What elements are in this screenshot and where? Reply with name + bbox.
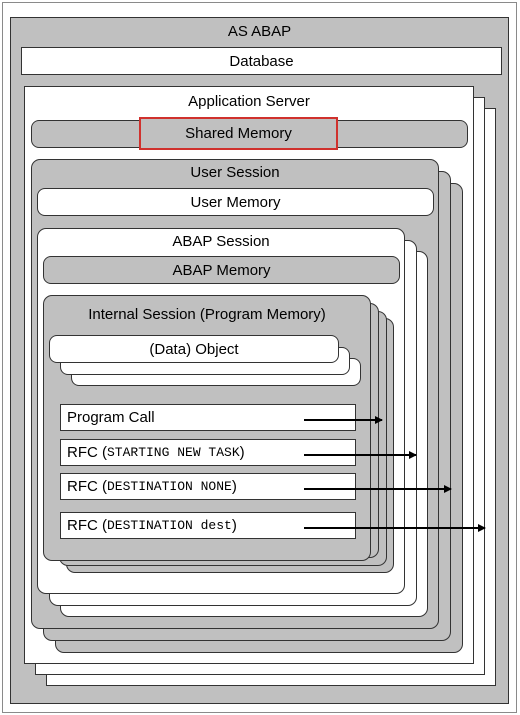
abap-memory-bar: ABAP Memory xyxy=(43,256,400,284)
shared-memory-label: Shared Memory xyxy=(185,125,292,142)
rfc-destination-dest-prefix: RFC ( xyxy=(67,517,107,534)
rfc-destination-none-prefix: RFC ( xyxy=(67,478,107,495)
rfc-starting-new-task-code: STARTING NEW TASK xyxy=(107,445,240,460)
program-call-box: Program Call xyxy=(60,404,356,431)
program-call-label: Program Call xyxy=(67,409,155,426)
user-session-title: User Session xyxy=(190,164,280,181)
application-server-title: Application Server xyxy=(188,93,310,110)
rfc-destination-dest-code: DESTINATION dest xyxy=(107,518,232,533)
user-memory-bar: User Memory xyxy=(37,188,434,216)
abap-session-title: ABAP Session xyxy=(172,233,270,250)
user-memory-label: User Memory xyxy=(190,193,281,211)
abap-memory-label: ABAP Memory xyxy=(172,261,271,279)
rfc-destination-dest-suffix: ) xyxy=(231,517,237,534)
rfc-destination-none-code: DESTINATION NONE xyxy=(107,479,232,494)
internal-session-title: Internal Session (Program Memory) xyxy=(88,306,326,323)
database-box: Database xyxy=(21,47,502,75)
rfc-starting-new-task-box: RFC (STARTING NEW TASK) xyxy=(60,439,356,466)
data-object-label: (Data) Object xyxy=(149,340,239,358)
rfc-destination-none-suffix: ) xyxy=(231,478,237,495)
rfc-starting-new-task-suffix: ) xyxy=(239,444,245,461)
rfc-destination-dest-box: RFC (DESTINATION dest) xyxy=(60,512,356,539)
rfc-destination-none-box: RFC (DESTINATION NONE) xyxy=(60,473,356,500)
database-label: Database xyxy=(229,52,294,70)
data-object-box: (Data) Object xyxy=(49,335,339,363)
as-abap-title: AS ABAP xyxy=(227,23,292,40)
shared-memory-highlight: Shared Memory xyxy=(139,117,338,150)
rfc-starting-new-task-prefix: RFC ( xyxy=(67,444,107,461)
